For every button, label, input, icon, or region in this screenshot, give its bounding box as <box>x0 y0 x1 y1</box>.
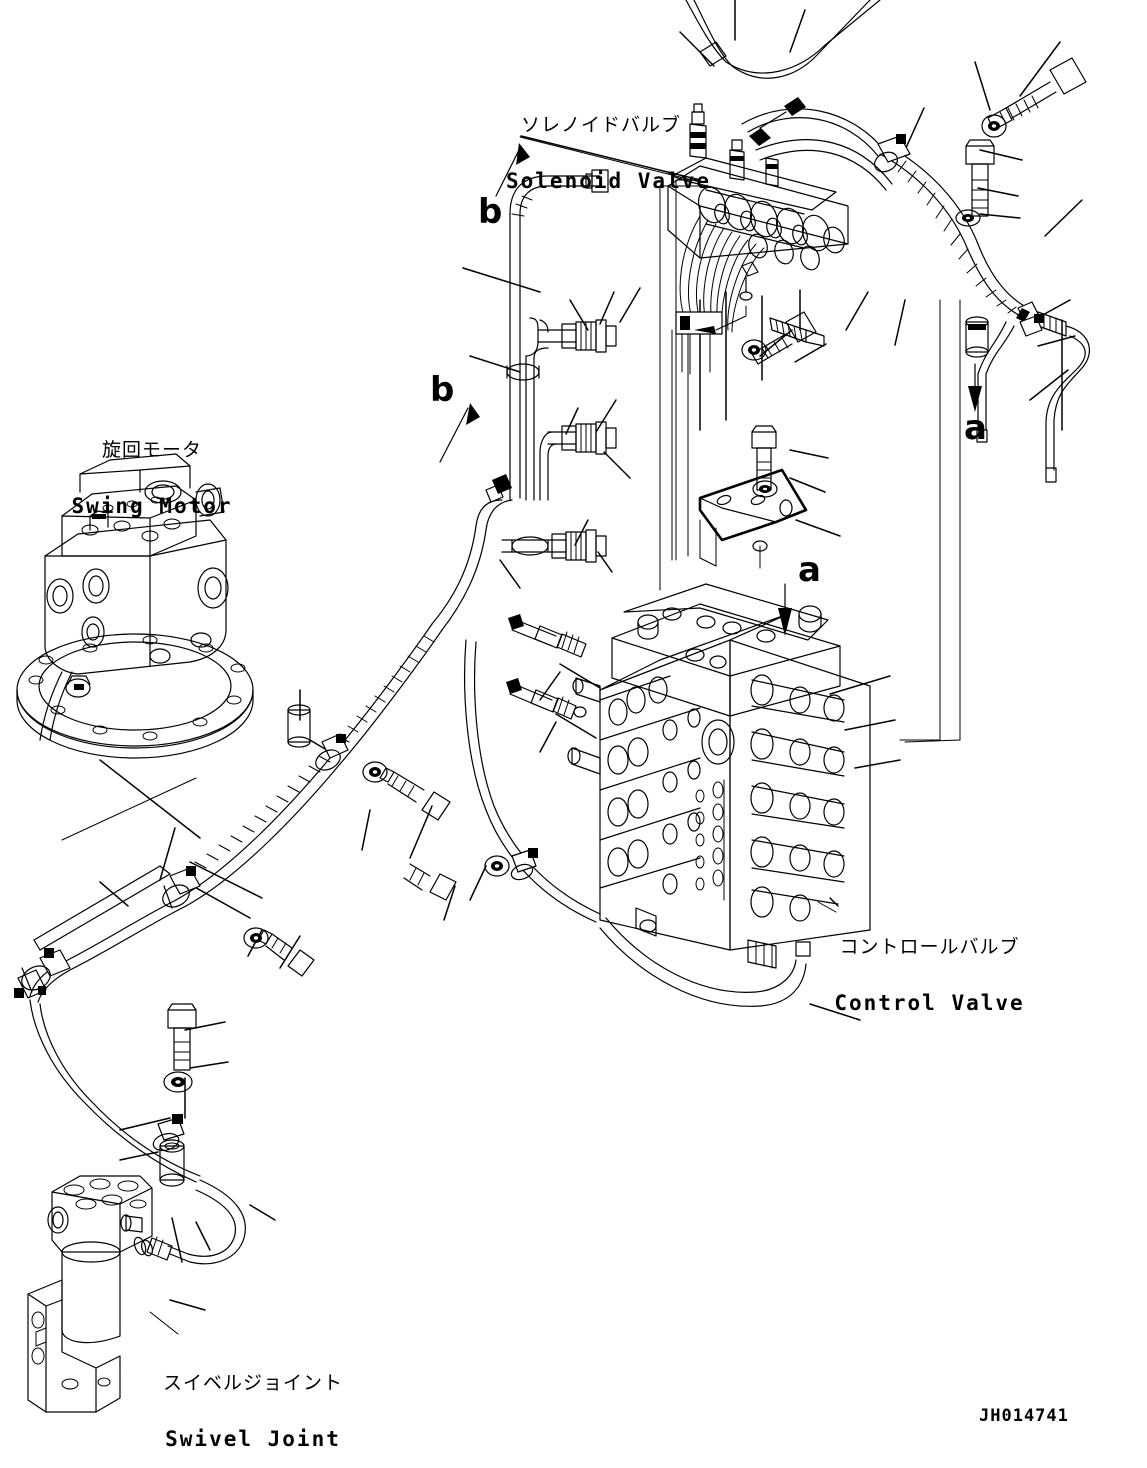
cv-fitting-2 <box>506 678 587 720</box>
swivel-hose-fitting <box>133 1236 173 1261</box>
right-braided-hose <box>873 134 1091 483</box>
hose-clamp-loop-right <box>1019 314 1044 337</box>
callout-control-valve-en: Control Valve <box>834 990 1025 1015</box>
bolt-mid-centre <box>751 311 817 365</box>
control-valve-assembly <box>567 468 871 969</box>
bolt-centre-left <box>403 863 457 901</box>
bolt-right-upper <box>965 139 995 217</box>
callout-swivel-joint-jp: スイベルジョイント <box>162 1371 343 1394</box>
bolt-lower-left <box>167 1003 197 1071</box>
centre-hose-bundle <box>175 169 617 907</box>
hose-fitting-d <box>551 529 607 563</box>
hose-clamp-lower <box>152 1114 185 1152</box>
bolt-swing-lower <box>257 929 315 977</box>
cv-right-spools <box>750 674 845 922</box>
swivel-joint-assembly <box>27 1175 153 1413</box>
cv-fitting-1 <box>508 614 587 658</box>
nut-swing-lower <box>243 927 269 949</box>
pipe-clamp-a <box>162 866 201 909</box>
section-mark-a-centre: a <box>798 550 821 590</box>
callout-swing-motor: 旋回モータ Swing Motor <box>62 405 242 535</box>
section-arrow-b-upper <box>495 143 530 197</box>
spacer-sleeve-swing <box>287 704 311 748</box>
callout-swing-motor-en: Swing Motor <box>71 493 233 518</box>
washer-centre-left <box>484 855 510 877</box>
section-arrow-a-centre <box>778 583 792 636</box>
pipe-clamp-c <box>315 733 349 771</box>
hose-clamp-upper-right <box>873 134 911 173</box>
hose-braid-hatch <box>887 151 1017 314</box>
hose-fitting-c <box>561 421 617 455</box>
spacer-sleeve-right <box>965 316 989 358</box>
hose-elbow-left <box>485 474 512 503</box>
section-mark-b-upper: b <box>478 192 503 232</box>
cv-hole-column <box>695 779 725 901</box>
callout-swivel-joint: スイベルジョイント Swivel Joint <box>148 1338 358 1468</box>
callout-swing-motor-jp: 旋回モータ <box>101 438 202 461</box>
callout-control-valve: コントロールバルブ Control Valve <box>832 902 1027 1032</box>
callout-solenoid-valve-jp: ソレノイドバルブ <box>520 113 681 136</box>
hose-collar-stack <box>506 363 549 556</box>
upper-hoses <box>685 0 893 191</box>
washer-top-right <box>981 114 1007 138</box>
bolt-swing-upper <box>379 767 451 821</box>
nut-swing-upper <box>362 761 388 783</box>
loose-hardware <box>163 57 1087 1093</box>
solenoid-valve-assembly <box>667 97 849 375</box>
callout-solenoid-valve-en: Solenoid Valve <box>506 168 712 193</box>
clamp-bracket <box>698 468 808 569</box>
spacer-sleeve-lower <box>159 1139 185 1187</box>
swing-motor-assembly <box>16 453 254 759</box>
pipe-clamp-b <box>21 948 71 993</box>
section-arrows <box>439 143 982 636</box>
section-mark-b-lower: b <box>430 370 455 410</box>
callout-swivel-joint-en: Swivel Joint <box>165 1426 341 1451</box>
bolt-bracket <box>751 425 777 491</box>
lower-left-piping <box>14 865 246 1265</box>
washer-bracket <box>752 480 778 498</box>
washer-lower-left <box>163 1071 193 1093</box>
routing-frame-lines <box>659 179 1063 743</box>
callout-solenoid-valve: ソレノイドバルブ Solenoid Valve <box>506 80 712 210</box>
section-arrow-b-lower <box>439 403 480 463</box>
nut-mid <box>741 339 767 361</box>
callout-control-valve-jp: コントロールバルブ <box>839 935 1020 958</box>
control-valve-hoses <box>464 614 811 1007</box>
section-arrow-a-right <box>968 363 982 412</box>
long-hose-braid <box>194 635 435 869</box>
callout-leaders <box>61 136 837 1335</box>
hose-clamp-mid <box>510 848 538 881</box>
cv-left-spools <box>599 675 701 895</box>
hose-fitting-b <box>561 319 617 353</box>
drawing-number: JH014741 <box>979 1406 1069 1426</box>
washer-right-upper <box>955 209 981 227</box>
section-mark-a-right: a <box>964 408 987 448</box>
